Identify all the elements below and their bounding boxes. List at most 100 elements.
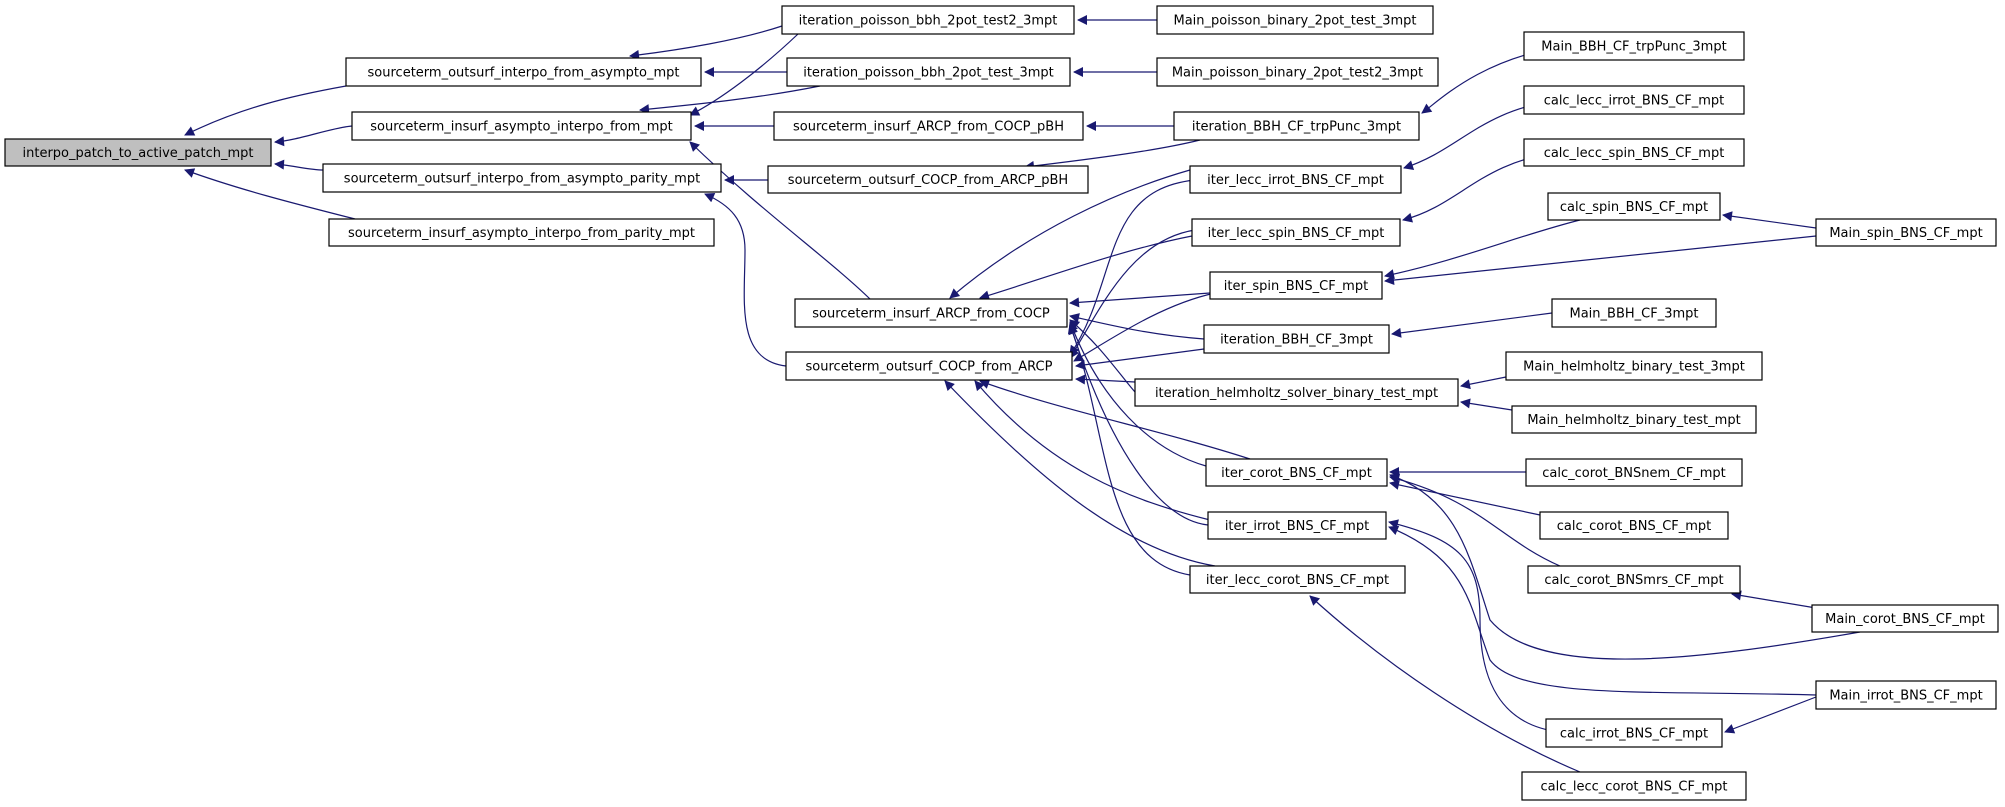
node-box xyxy=(786,57,1071,87)
node-label: interpo_patch_to_active_patch_mpt xyxy=(23,146,254,161)
node-label: Main_BBH_CF_trpPunc_3mpt xyxy=(1541,40,1726,55)
edge-so-interpo-asym-to-interpo-patch xyxy=(184,85,347,136)
node-it-pois-test[interactable]: iteration_poisson_bbh_2pot_test_3mpt xyxy=(786,57,1071,87)
node-iter-lecc-corot[interactable]: iter_lecc_corot_BNS_CF_mpt xyxy=(1189,565,1406,594)
node-box xyxy=(351,111,692,141)
node-main-helm[interactable]: Main_helmholtz_binary_test_mpt xyxy=(1511,405,1757,434)
edge-it-bbh-cf-to-si-arcp xyxy=(1069,313,1205,340)
edge-it-helm-to-so-cocp xyxy=(1075,374,1136,385)
node-interpo-patch[interactable]: interpo_patch_to_active_patch_mpt xyxy=(4,138,272,167)
node-label: calc_lecc_corot_BNS_CF_mpt xyxy=(1541,780,1728,795)
node-label: Main_poisson_binary_2pot_test_3mpt xyxy=(1173,14,1416,29)
node-box xyxy=(1189,165,1402,194)
node-main-bbh-trp[interactable]: Main_BBH_CF_trpPunc_3mpt xyxy=(1523,31,1745,61)
node-iter-lecc-irrot[interactable]: iter_lecc_irrot_BNS_CF_mpt xyxy=(1189,165,1402,194)
edge-main-helm-to-it-helm xyxy=(1460,398,1513,411)
node-calc-lecc-spin[interactable]: calc_lecc_spin_BNS_CF_mpt xyxy=(1523,138,1745,167)
node-main-bbh-cf[interactable]: Main_BBH_CF_3mpt xyxy=(1551,298,1717,328)
node-main-pois-test2[interactable]: Main_poisson_binary_2pot_test2_3mpt xyxy=(1156,57,1439,87)
edge-iter-lecc-irrot-to-si-arcp xyxy=(949,169,1191,299)
node-iter-lecc-spin[interactable]: iter_lecc_spin_BNS_CF_mpt xyxy=(1191,218,1401,247)
node-it-bbh-trp[interactable]: iteration_BBH_CF_trpPunc_3mpt xyxy=(1173,111,1420,141)
node-main-irrot[interactable]: Main_irrot_BNS_CF_mpt xyxy=(1815,680,1997,710)
node-box xyxy=(1173,111,1420,141)
node-box xyxy=(1523,138,1745,167)
node-box xyxy=(773,111,1084,141)
node-label: sourceterm_insurf_ARCP_from_COCP_pBH xyxy=(793,120,1064,135)
node-si-arcp[interactable]: sourceterm_insurf_ARCP_from_COCP xyxy=(794,298,1068,328)
node-it-pois-test2[interactable]: iteration_poisson_bbh_2pot_test2_3mpt xyxy=(781,5,1075,35)
node-box xyxy=(328,218,715,247)
node-label: iteration_helmholtz_solver_binary_test_m… xyxy=(1155,386,1438,401)
edge-iter-lecc-corot-to-so-cocp xyxy=(944,380,1216,567)
node-box xyxy=(1203,324,1390,354)
node-label: iter_lecc_irrot_BNS_CF_mpt xyxy=(1207,173,1384,188)
node-calc-corot[interactable]: calc_corot_BNS_CF_mpt xyxy=(1539,511,1729,540)
node-iter-corot[interactable]: iter_corot_BNS_CF_mpt xyxy=(1205,458,1388,487)
node-box xyxy=(1209,271,1383,300)
edge-iter-irrot-to-so-cocp xyxy=(974,380,1211,521)
node-label: sourceterm_outsurf_COCP_from_ARCP xyxy=(806,360,1053,375)
node-box xyxy=(1815,680,1997,710)
node-it-helm[interactable]: iteration_helmholtz_solver_binary_test_m… xyxy=(1134,378,1459,407)
node-label: sourceterm_insurf_ARCP_from_COCP xyxy=(812,307,1050,322)
node-box xyxy=(1551,298,1717,328)
node-box xyxy=(1525,458,1743,487)
node-box xyxy=(1134,378,1459,407)
edge-it-helm-to-si-arcp xyxy=(1069,319,1136,393)
node-calc-spin[interactable]: calc_spin_BNS_CF_mpt xyxy=(1547,192,1721,221)
node-calc-corot-nem[interactable]: calc_corot_BNSnem_CF_mpt xyxy=(1525,458,1743,487)
node-so-cocp-pbh[interactable]: sourceterm_outsurf_COCP_from_ARCP_pBH xyxy=(767,165,1089,194)
node-label: sourceterm_insurf_asympto_interpo_from_m… xyxy=(370,120,673,135)
edge-iter-lecc-spin-to-so-cocp xyxy=(1069,229,1196,359)
node-label: iter_lecc_spin_BNS_CF_mpt xyxy=(1208,226,1385,241)
node-box xyxy=(1811,604,1999,633)
edge-iter-lecc-corot-to-si-arcp xyxy=(1068,324,1191,576)
edge-it-bbh-trp-to-so-cocp-pbh xyxy=(1024,139,1201,171)
edge-it-pois-test2-to-si-asym-interpo xyxy=(689,33,799,116)
node-si-arcp-pbh[interactable]: sourceterm_insurf_ARCP_from_COCP_pBH xyxy=(773,111,1084,141)
node-label: Main_helmholtz_binary_test_mpt xyxy=(1527,413,1740,428)
node-main-corot[interactable]: Main_corot_BNS_CF_mpt xyxy=(1811,604,1999,633)
node-so-interpo-asym[interactable]: sourceterm_outsurf_interpo_from_asympto_… xyxy=(345,57,702,87)
edge-main-irrot-to-iter-irrot xyxy=(1388,525,1817,696)
node-label: Main_irrot_BNS_CF_mpt xyxy=(1829,689,1982,704)
edge-calc-corot-mrs-to-iter-corot xyxy=(1389,474,1561,567)
node-box xyxy=(1523,31,1745,61)
edge-iter-lecc-irrot-to-so-cocp xyxy=(1069,179,1196,356)
node-main-pois-test[interactable]: Main_poisson_binary_2pot_test_3mpt xyxy=(1156,5,1434,35)
node-main-helm-3[interactable]: Main_helmholtz_binary_test_3mpt xyxy=(1505,351,1763,381)
node-si-asym-parity[interactable]: sourceterm_insurf_asympto_interpo_from_p… xyxy=(328,218,715,247)
node-box xyxy=(794,298,1068,328)
node-box xyxy=(1191,218,1401,247)
node-box xyxy=(1527,565,1741,594)
edge-main-corot-to-iter-corot xyxy=(1389,473,1861,660)
node-box xyxy=(1539,511,1729,540)
node-box xyxy=(1156,5,1434,35)
node-iter-spin[interactable]: iter_spin_BNS_CF_mpt xyxy=(1209,271,1383,300)
edge-iter-corot-to-so-cocp xyxy=(979,379,1251,460)
node-it-bbh-cf[interactable]: iteration_BBH_CF_3mpt xyxy=(1203,324,1390,354)
node-label: iteration_BBH_CF_3mpt xyxy=(1220,333,1373,348)
edge-so-interpo-parity-to-interpo-patch xyxy=(274,159,324,171)
node-si-asym-interpo[interactable]: sourceterm_insurf_asympto_interpo_from_m… xyxy=(351,111,692,141)
node-so-interpo-parity[interactable]: sourceterm_outsurf_interpo_from_asympto_… xyxy=(322,163,722,193)
node-iter-irrot[interactable]: iter_irrot_BNS_CF_mpt xyxy=(1207,511,1387,540)
node-label: Main_corot_BNS_CF_mpt xyxy=(1825,612,1985,627)
node-calc-lecc-corot[interactable]: calc_lecc_corot_BNS_CF_mpt xyxy=(1521,771,1747,801)
node-main-spin[interactable]: Main_spin_BNS_CF_mpt xyxy=(1815,218,1997,247)
node-label: calc_lecc_irrot_BNS_CF_mpt xyxy=(1544,94,1725,109)
node-calc-lecc-irrot[interactable]: calc_lecc_irrot_BNS_CF_mpt xyxy=(1523,85,1745,115)
node-label: sourceterm_outsurf_interpo_from_asympto_… xyxy=(344,172,700,187)
node-label: calc_lecc_spin_BNS_CF_mpt xyxy=(1544,146,1725,161)
node-calc-corot-mrs[interactable]: calc_corot_BNSmrs_CF_mpt xyxy=(1527,565,1741,594)
node-box xyxy=(767,165,1089,194)
edge-iter-spin-to-so-cocp xyxy=(1073,292,1216,362)
edge-it-bbh-cf-to-so-cocp xyxy=(1075,348,1205,370)
node-label: Main_BBH_CF_3mpt xyxy=(1570,307,1699,322)
edge-iter-irrot-to-si-arcp xyxy=(1067,323,1209,526)
node-so-cocp[interactable]: sourceterm_outsurf_COCP_from_ARCP xyxy=(785,351,1073,381)
edge-calc-irrot-to-iter-irrot xyxy=(1388,519,1561,733)
node-box xyxy=(1505,351,1763,381)
node-calc-irrot[interactable]: calc_irrot_BNS_CF_mpt xyxy=(1545,718,1723,748)
